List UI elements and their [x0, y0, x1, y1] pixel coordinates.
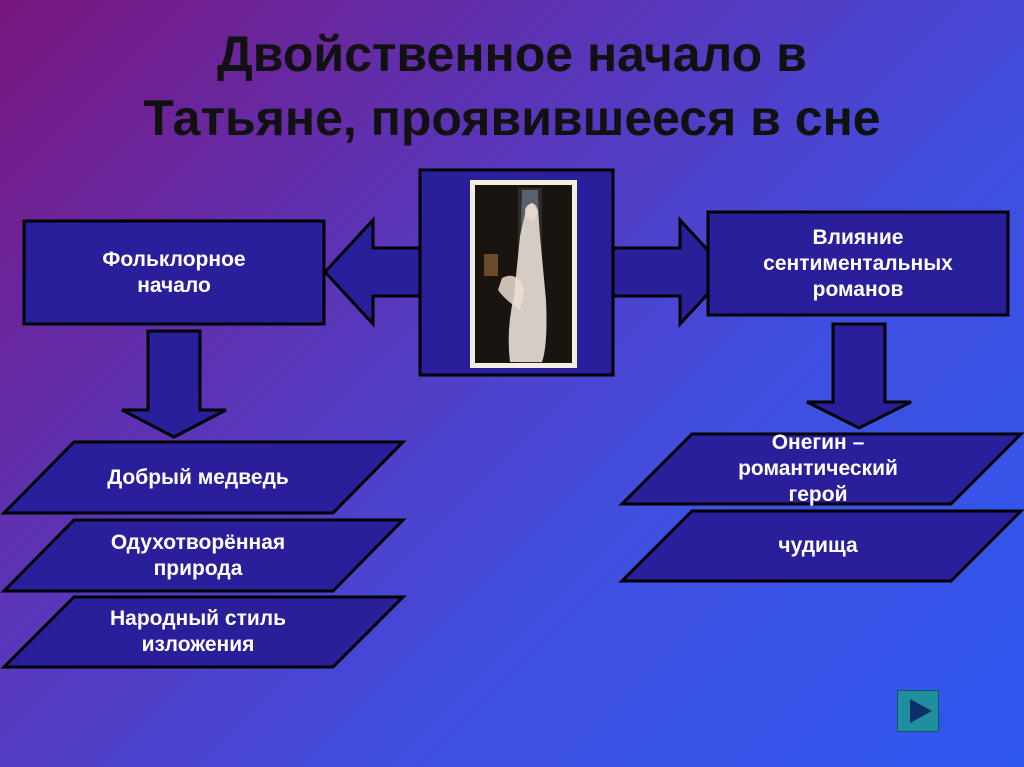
painting-image [470, 180, 577, 368]
left-item-shape-3 [0, 595, 407, 669]
left-down-arrow [121, 329, 227, 439]
left-item-shape-2 [0, 518, 407, 593]
slide-title: Двойственное начало в Татьяне, проявивше… [143, 26, 881, 146]
right-box [706, 210, 1010, 317]
left-item-label-2: Одухотворённая природа [110, 530, 286, 580]
left-item-label-3: Народный стиль изложения [109, 607, 287, 656]
left-box-label: Фольклорное начало [102, 247, 246, 297]
left-box [22, 219, 326, 326]
right-item-label-1: Онегин – романтический герой [738, 431, 898, 506]
right-item-shape-2 [618, 509, 1024, 583]
play-arrow-icon [909, 699, 932, 723]
right-box-label: Влияние сентиментальных романов [763, 225, 953, 301]
right-item-label-2: чудища [778, 534, 858, 557]
left-item-label-1: Добрый медведь [107, 465, 289, 489]
left-item-shape-1 [0, 440, 407, 515]
right-item-shape-1 [618, 432, 1024, 506]
next-slide-button[interactable] [897, 690, 939, 732]
right-down-arrow [806, 322, 912, 430]
